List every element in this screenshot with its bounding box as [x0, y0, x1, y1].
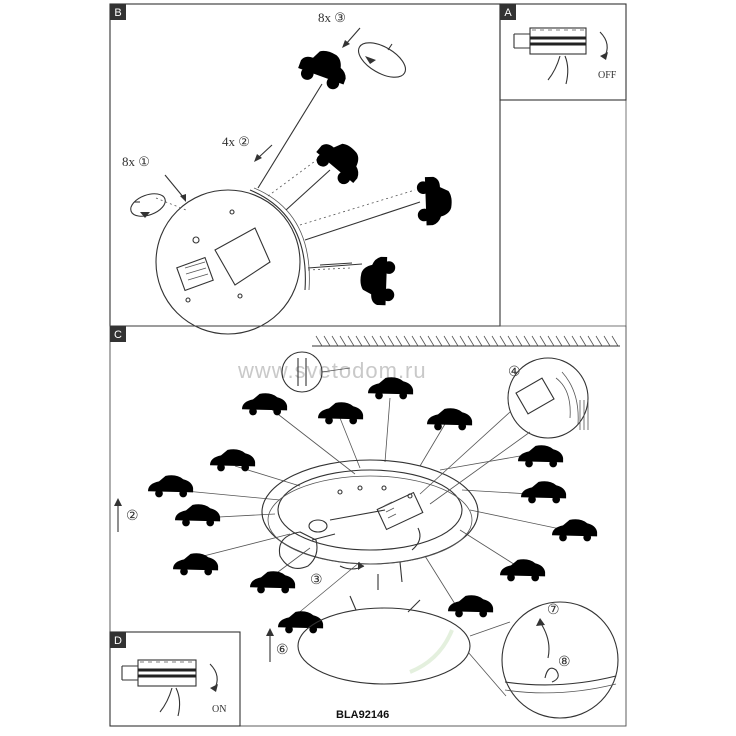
step-label-c-3: ③ [310, 573, 323, 588]
base-inner-ring [277, 469, 463, 551]
canopy-plate [155, 189, 301, 335]
car-mid [310, 132, 370, 190]
lamp-socket [376, 491, 424, 531]
panel-tag-c [110, 326, 126, 342]
car-top [295, 43, 353, 93]
panel-letter-b: B [114, 7, 121, 19]
arms-radiating [174, 397, 566, 621]
arm-4 [307, 263, 363, 269]
panel-tag-a [500, 4, 516, 20]
arm-1 [257, 83, 323, 189]
rotation-arrow-inner [130, 193, 166, 217]
terminal-block-d [137, 659, 197, 687]
step-label-arms: 4x ② [222, 134, 250, 149]
step-label-c-2: ② [126, 509, 139, 524]
step-label-c-8: ⑧ [558, 655, 571, 670]
car-right [416, 176, 453, 226]
light-bulb [278, 531, 318, 569]
panel-letter-c: C [114, 329, 122, 341]
step-label-c-6: ⑥ [276, 643, 289, 658]
terminal-block-a [529, 27, 587, 55]
panel-tag-d [110, 632, 126, 648]
step-label-screws-outer: 8x ③ [318, 10, 346, 25]
panel-tag-b [110, 4, 126, 20]
panel-c: C www.svetodom.ru [109, 325, 627, 727]
panel-letter-d: D [114, 635, 122, 647]
arm-2 [285, 169, 331, 211]
car-bottom [359, 256, 396, 306]
panel-b: B 8x ③ 4x ② [109, 3, 501, 335]
detail-terminal-circle [507, 357, 589, 439]
terminal-block [176, 256, 214, 292]
arm-3 [304, 201, 421, 241]
switch-label-on: ON [212, 704, 226, 715]
mounting-arc [249, 189, 306, 291]
panel-a: A OFF [499, 3, 627, 101]
switch-label-off: OFF [598, 70, 617, 81]
glass-shade [297, 607, 471, 685]
step-label-c-7: ⑦ [547, 603, 560, 618]
panel-letter-a: A [504, 7, 512, 19]
product-code: BLA92146 [336, 709, 389, 721]
car-ring [148, 377, 598, 634]
step-label-c-4: ④ [508, 365, 521, 380]
panel-d: D ON [109, 631, 241, 727]
hand-d [159, 687, 181, 717]
detail-clip-circle [501, 601, 619, 719]
rotation-arrow-outer [358, 42, 406, 78]
hand-a [547, 55, 569, 85]
wire-cover [214, 227, 271, 286]
step-label-screws-inner: 8x ① [122, 154, 150, 169]
